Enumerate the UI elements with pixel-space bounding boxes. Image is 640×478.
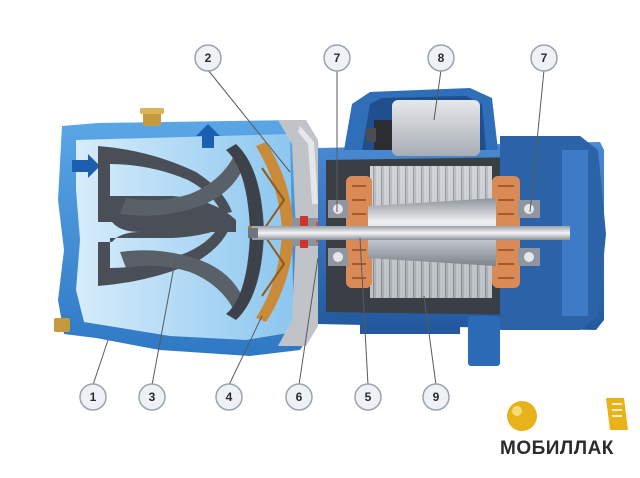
front-bearing bbox=[328, 200, 348, 266]
callout-9: 9 bbox=[422, 383, 450, 411]
priming-plug bbox=[143, 112, 161, 126]
callout-2: 2 bbox=[194, 44, 222, 72]
outlet-arrow bbox=[196, 124, 220, 148]
capacitor bbox=[366, 100, 480, 156]
svg-text:3: 3 bbox=[149, 390, 156, 404]
svg-text:7: 7 bbox=[541, 51, 548, 65]
callout-1: 1 bbox=[79, 383, 107, 411]
motor-shaft bbox=[248, 226, 570, 240]
diffuser-venturi bbox=[98, 144, 264, 320]
inlet-arrow bbox=[72, 154, 100, 178]
svg-text:2: 2 bbox=[205, 51, 212, 65]
callout-3: 3 bbox=[138, 383, 166, 411]
callout-6: 6 bbox=[285, 383, 313, 411]
drain-plug bbox=[54, 318, 70, 332]
rear-bearing bbox=[518, 200, 540, 266]
motor-foot bbox=[468, 316, 500, 366]
watermark-logo: МОБИЛЛАК bbox=[500, 398, 628, 459]
callout-4: 4 bbox=[215, 383, 243, 411]
logo-ball-icon bbox=[507, 401, 537, 431]
svg-text:1: 1 bbox=[90, 390, 97, 404]
svg-text:5: 5 bbox=[365, 390, 372, 404]
svg-text:8: 8 bbox=[438, 51, 445, 65]
callout-5: 5 bbox=[354, 383, 382, 411]
motor-foot bbox=[360, 322, 460, 334]
svg-text:4: 4 bbox=[226, 390, 233, 404]
callout-8: 8 bbox=[427, 44, 455, 72]
watermark-text: МОБИЛЛАК bbox=[500, 438, 614, 459]
leader-lines bbox=[92, 69, 545, 386]
svg-text:7: 7 bbox=[334, 51, 341, 65]
callout-7-rear: 7 bbox=[530, 44, 558, 72]
svg-text:9: 9 bbox=[433, 390, 440, 404]
svg-text:6: 6 bbox=[296, 390, 303, 404]
logo-note-icon bbox=[606, 398, 628, 430]
callout-7-front: 7 bbox=[323, 44, 351, 72]
